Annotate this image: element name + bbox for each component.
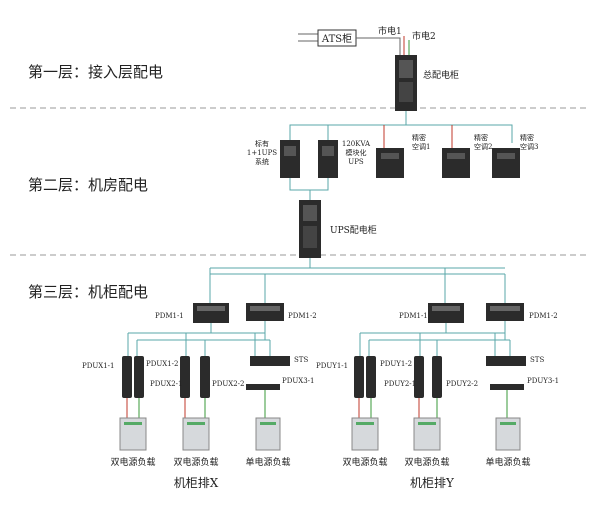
pdux3-1-unit — [246, 384, 280, 390]
pdux2-2-strip — [200, 356, 210, 398]
ups-distribution-cabinet — [299, 200, 321, 258]
sts-x-label: STS — [294, 356, 308, 364]
main-distribution-cabinet — [395, 55, 417, 111]
ups-system-1 — [280, 140, 300, 178]
main-cabinet-label: 总配电柜 — [423, 69, 459, 81]
pdm-y2 — [486, 303, 524, 321]
load-x3-label: 单电源负载 — [245, 456, 290, 468]
rack-row-y-label: 机柜排Y — [410, 476, 455, 490]
precision-ac-2 — [442, 148, 470, 178]
ups-cabinet-label: UPS配电柜 — [330, 224, 377, 236]
layer-3-title: 第三层：机柜配电 — [28, 283, 148, 301]
load-server-y1 — [351, 417, 379, 451]
precision-ac-1 — [376, 148, 404, 178]
pdux1-1-strip — [122, 356, 132, 398]
load-x2-label: 双电源负载 — [173, 456, 218, 468]
pdm-y1-label: PDM1-1 — [399, 312, 428, 320]
ac-3-label: 精密空调3 — [520, 133, 538, 151]
pdm-x1-label: PDM1-1 — [155, 312, 184, 320]
pdm-y1 — [428, 303, 464, 323]
pdm-y2-label: PDM1-2 — [529, 312, 558, 320]
ats-label: ATS柜 — [321, 32, 352, 45]
pduy1-1-strip — [354, 356, 364, 398]
load-server-y3 — [495, 417, 521, 451]
load-y1-label: 双电源负载 — [342, 456, 387, 468]
ups-system-2 — [318, 140, 338, 178]
sts-y-label: STS — [530, 356, 544, 364]
load-y3-label: 单电源负载 — [485, 456, 530, 468]
pdm-x2 — [246, 303, 284, 321]
load-server-x2 — [182, 417, 210, 451]
pdux1-1-label: PDUX1-1 — [82, 362, 114, 370]
mains-1-label: 市电1 — [378, 25, 402, 37]
pduy3-1-label: PDUY3-1 — [527, 377, 559, 385]
ups-merge-line — [289, 178, 329, 191]
sts-x — [250, 356, 290, 366]
load-server-y2 — [413, 417, 441, 451]
load-server-x1 — [119, 417, 147, 451]
load-x1-label: 双电源负载 — [110, 456, 155, 468]
pdm-x1 — [193, 303, 229, 323]
pduy3-1-unit — [490, 384, 524, 390]
ac-1-label: 精密空调1 — [412, 133, 430, 151]
pduy2-2-strip — [432, 356, 442, 398]
layer-2-title: 第二层：机房配电 — [28, 176, 148, 194]
load-server-x3 — [255, 417, 281, 451]
ats-to-main-line — [356, 37, 401, 55]
pduy1-1-label: PDUY1-1 — [316, 362, 348, 370]
pduy2-1-label: PDUY2-1 — [384, 380, 416, 388]
pdm-x2-label: PDM1-2 — [288, 312, 317, 320]
pdux3-1-label: PDUX3-1 — [282, 377, 314, 385]
layer-1-title: 第一层：接入层配电 — [28, 63, 163, 81]
rack-row-x-label: 机柜排X — [174, 476, 219, 490]
sts-y — [486, 356, 526, 366]
pdux2-2-label: PDUX2-2 — [212, 380, 244, 388]
pdux2-1-strip — [180, 356, 190, 398]
load-y2-label: 双电源负载 — [404, 456, 449, 468]
pdux2-1-label: PDUX2-1 — [150, 380, 182, 388]
pduy1-2-label: PDUY1-2 — [380, 360, 412, 368]
pduy2-2-label: PDUY2-2 — [446, 380, 478, 388]
pdux1-2-strip — [134, 356, 144, 398]
layer2-bus — [289, 124, 513, 143]
mains-2-label: 市电2 — [412, 30, 436, 42]
pdux1-2-label: PDUX1-2 — [146, 360, 178, 368]
pduy1-2-strip — [366, 356, 376, 398]
pduy2-1-strip — [414, 356, 424, 398]
precision-ac-3 — [492, 148, 520, 178]
ac-2-label: 精密空调2 — [474, 133, 492, 151]
